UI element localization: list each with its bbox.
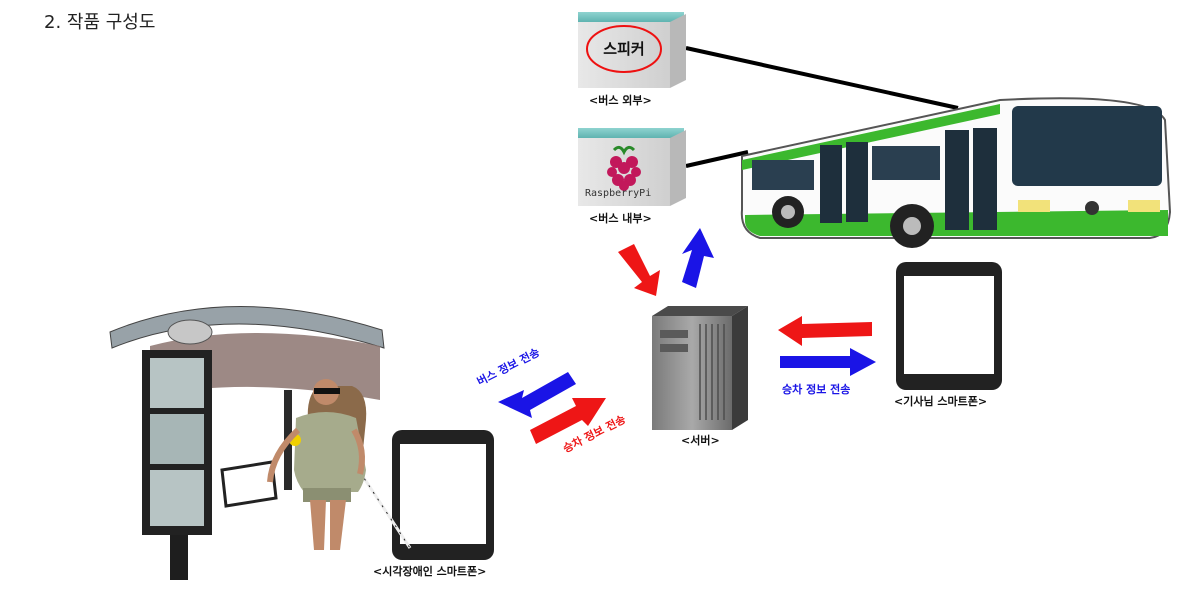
driver-phone-caption: <기사님 스마트폰> (894, 395, 988, 408)
raspberry-box (578, 128, 686, 206)
bus-exterior-caption: <버스 외부> (589, 94, 652, 107)
speaker-connection-line (685, 46, 959, 110)
speaker-box (578, 12, 686, 88)
boarding-info-arrow-label-right: 승차 정보 전송 (782, 383, 851, 396)
bus-interior-caption: <버스 내부> (589, 212, 652, 225)
raspberry-connection-line (685, 150, 749, 168)
arrow-red-user-to-server (530, 398, 606, 444)
user-phone (392, 430, 494, 560)
bus-illustration (740, 97, 1172, 248)
arrow-up-blue-server-to-bus (682, 228, 714, 288)
person-with-cane (267, 379, 412, 550)
driver-phone (896, 262, 1002, 390)
speaker-label: 스피커 (603, 40, 645, 58)
page-title: 2. 작품 구성도 (44, 12, 156, 33)
arrow-down-red-bus-to-server (618, 244, 660, 296)
arrow-left-red-driver-to-server (778, 316, 872, 346)
speaker-circle (586, 25, 662, 73)
server-tower (652, 306, 748, 430)
bus-windshield (1012, 106, 1162, 186)
arrow-right-blue-server-to-driver (780, 348, 876, 376)
server-caption: <서버> (681, 434, 720, 447)
raspberry-pi-logo-icon (607, 145, 641, 191)
user-phone-caption: <시각장애인 스마트폰> (373, 565, 487, 578)
raspberry-label: RaspberryPi (585, 188, 652, 199)
arrow-blue-server-to-user (498, 372, 576, 418)
